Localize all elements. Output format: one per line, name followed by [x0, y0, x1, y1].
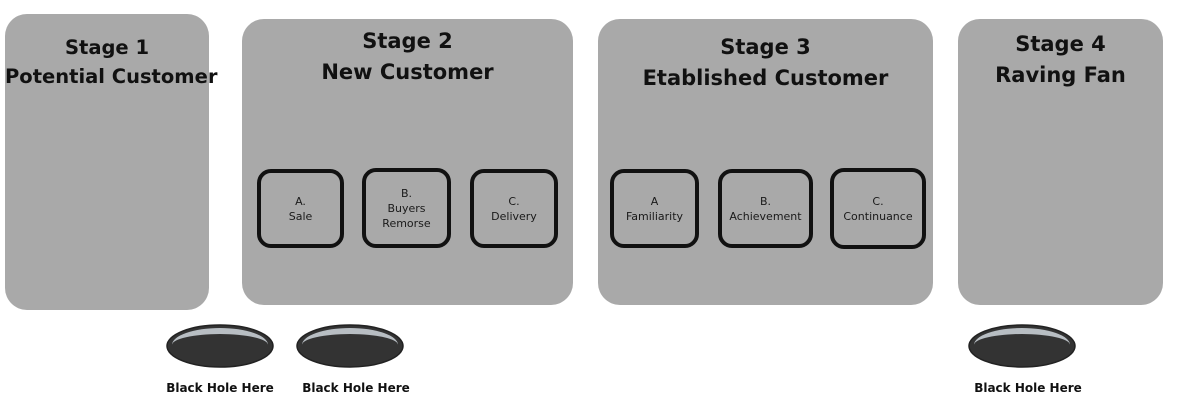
- step-label: Sale: [288, 209, 313, 223]
- black-hole-label: Black Hole Here: [166, 381, 274, 395]
- step-label-line2: Remorse: [382, 216, 431, 230]
- black-hole-icon: [968, 324, 1076, 368]
- stage-3-step-continuance: C. Continuance: [830, 168, 926, 249]
- step-label: Buyers: [387, 201, 426, 215]
- step-label: Delivery: [491, 209, 537, 223]
- stage-1-title: Stage 1 Potential Customer: [5, 33, 218, 91]
- stage-2-step-delivery: C. Delivery: [470, 169, 558, 248]
- stage-2-name: New Customer: [321, 60, 494, 84]
- stage-1-name: Potential Customer: [5, 65, 218, 88]
- step-letter: C.: [872, 194, 884, 208]
- step-letter: A.: [295, 194, 306, 208]
- step-label: Continuance: [843, 209, 913, 223]
- step-letter: B.: [400, 186, 413, 200]
- stage-4-title: Stage 4 Raving Fan: [958, 29, 1163, 91]
- stage-2-title: Stage 2 New Customer: [242, 26, 573, 88]
- stage-3-name: Etablished Customer: [642, 66, 889, 90]
- step-label: Familiarity: [625, 209, 684, 223]
- stage-2-panel: Stage 2 New Customer A. Sale B. Buyers R…: [242, 19, 573, 305]
- black-hole-label: Black Hole Here: [974, 381, 1082, 395]
- step-label: Achievement: [729, 209, 802, 223]
- step-letter: C.: [508, 194, 520, 208]
- stage-3-step-familiarity: A Familiarity: [610, 169, 699, 248]
- stage-3-number: Stage 3: [720, 35, 811, 59]
- stage-1-number: Stage 1: [64, 36, 150, 59]
- stage-1-panel: Stage 1 Potential Customer: [5, 14, 218, 310]
- stage-2-number: Stage 2: [362, 29, 453, 53]
- stage-3-title: Stage 3 Etablished Customer: [598, 32, 933, 94]
- stage-4-name: Raving Fan: [995, 63, 1126, 87]
- step-letter: A: [650, 194, 659, 208]
- stage-2-step-buyers-remorse: B. Buyers Remorse: [362, 168, 451, 248]
- stage-3-panel: Stage 3 Etablished Customer A Familiarit…: [598, 19, 933, 305]
- black-hole-icon: [296, 324, 404, 368]
- black-hole-icon: [166, 324, 274, 368]
- stage-4-number: Stage 4: [1015, 32, 1106, 56]
- stage-2-step-sale: A. Sale: [257, 169, 344, 248]
- stage-4-panel: Stage 4 Raving Fan: [958, 19, 1163, 305]
- step-letter: B.: [759, 194, 772, 208]
- stage-3-step-achievement: B. Achievement: [718, 169, 813, 248]
- black-hole-label: Black Hole Here: [302, 381, 410, 395]
